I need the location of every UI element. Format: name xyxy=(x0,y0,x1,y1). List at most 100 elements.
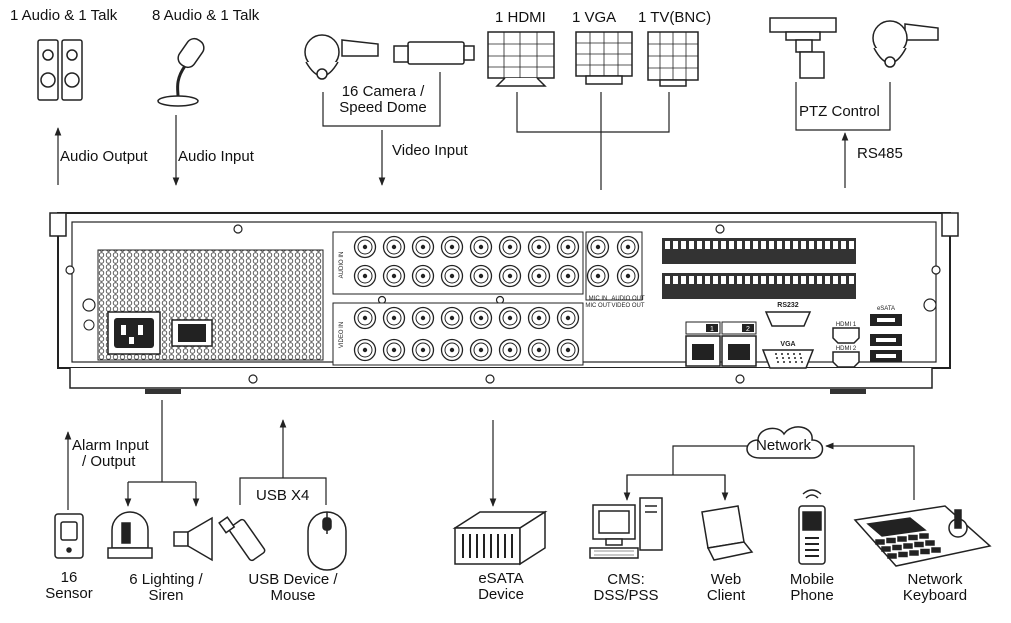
bnc-connector xyxy=(586,264,610,288)
bnc-connector xyxy=(411,264,435,288)
bnc-connector xyxy=(469,338,493,362)
keyboard-key xyxy=(897,536,907,542)
terminal-pin xyxy=(769,276,774,284)
camera-label: 16 Camera /Speed Dome xyxy=(339,83,427,116)
mic-out-label: MIC OUT xyxy=(585,303,611,309)
terminal-pin xyxy=(777,276,782,284)
tv-monitor-icon xyxy=(647,31,699,87)
vga-port xyxy=(761,349,815,369)
bnc-connector xyxy=(469,306,493,330)
terminal-pin xyxy=(713,241,718,249)
terminal-pin xyxy=(721,241,726,249)
terminal-pin xyxy=(681,241,686,249)
lan2-label: 2 xyxy=(746,326,750,333)
bnc-connector xyxy=(353,338,377,362)
terminal-pin xyxy=(817,241,822,249)
bnc-connector xyxy=(469,264,493,288)
terminal-pin xyxy=(841,241,846,249)
camera-bracket xyxy=(322,72,441,127)
hdmi-label: 1 HDMI xyxy=(495,9,546,26)
keyboard-key xyxy=(892,544,902,551)
usb-bracket xyxy=(239,477,327,505)
bnc-connector xyxy=(498,306,522,330)
dvr-rear-panel: AUDIO IN VIDEO IN MIC IN MIC OUT AUDIO O… xyxy=(49,212,959,394)
ptz-bracket xyxy=(795,82,891,131)
terminal-pin xyxy=(793,276,798,284)
terminal-pin xyxy=(849,241,854,249)
terminal-pin xyxy=(769,241,774,249)
terminal-pin xyxy=(681,276,686,284)
terminal-pin xyxy=(761,276,766,284)
network-lines xyxy=(626,445,749,498)
bnc-connector xyxy=(527,338,551,362)
keyboard-key xyxy=(887,553,897,559)
vga-label: VGA xyxy=(780,341,795,348)
terminal-pin xyxy=(817,276,822,284)
bnc-connector xyxy=(440,264,464,288)
terminal-pin xyxy=(825,241,830,249)
microphone-icon xyxy=(157,37,205,107)
audio-out-label: AUDIO OUT xyxy=(611,296,645,302)
lan-port-1 xyxy=(685,335,721,367)
speaker-icon xyxy=(37,39,83,101)
ptz-camera-icon xyxy=(769,17,837,79)
video-out-label: VIDEO OUT xyxy=(611,303,644,309)
terminal-pin xyxy=(745,276,750,284)
terminal-pin xyxy=(825,276,830,284)
video-input-label: Video Input xyxy=(392,142,468,159)
keyboard-key xyxy=(908,534,918,541)
audio-in-label: AUDIO IN xyxy=(339,252,345,279)
terminal-pin xyxy=(753,241,758,249)
terminal-pin xyxy=(801,276,806,284)
terminal-pin xyxy=(721,276,726,284)
terminal-pin xyxy=(737,241,742,249)
network-keyboard-icon xyxy=(853,505,992,567)
terminal-pin xyxy=(689,276,694,284)
bnc-connector xyxy=(498,264,522,288)
cms-computer-icon xyxy=(589,497,663,559)
audio-input-device-label: 8 Audio & 1 Talk xyxy=(152,7,260,24)
bnc-connector xyxy=(353,306,377,330)
terminal-pin xyxy=(785,241,790,249)
bnc-connector xyxy=(353,235,377,259)
vga-monitor-icon xyxy=(575,31,633,85)
power-switch xyxy=(178,324,206,342)
bnc-connector xyxy=(440,306,464,330)
bnc-connector xyxy=(382,235,406,259)
keyboard-key xyxy=(898,551,908,558)
terminal-pin xyxy=(849,276,854,284)
bnc-connector xyxy=(556,264,580,288)
rs232-port xyxy=(764,311,812,327)
alarm-terminal-block xyxy=(662,238,856,299)
terminal-pin xyxy=(841,276,846,284)
rs485-label: RS485 xyxy=(857,145,903,162)
bnc-connector xyxy=(411,338,435,362)
rs232-label: RS232 xyxy=(777,302,799,309)
terminal-pin xyxy=(809,241,814,249)
strobe-light-icon xyxy=(107,511,153,559)
keyboard-key xyxy=(903,543,913,549)
bnc-connector xyxy=(469,235,493,259)
esata-device-icon xyxy=(452,510,548,566)
alarm-output-lines xyxy=(128,400,196,483)
terminal-pin xyxy=(689,241,694,249)
keyboard-key xyxy=(914,541,924,548)
bnc-connector xyxy=(498,235,522,259)
terminal-pin xyxy=(777,241,782,249)
mobile-phone-icon xyxy=(798,489,826,565)
speed-dome-camera-icon xyxy=(304,34,379,80)
terminal-pin xyxy=(665,241,670,249)
hdmi-monitor-icon xyxy=(487,31,555,87)
terminal-pin xyxy=(737,276,742,284)
tv-bnc-label: 1 TV(BNC) xyxy=(638,9,712,26)
sensor-icon xyxy=(54,513,84,559)
bnc-connector xyxy=(556,338,580,362)
hdmi2-label: HDMI 2 xyxy=(836,346,857,352)
terminal-pin xyxy=(801,241,806,249)
terminal-pin xyxy=(697,276,702,284)
keyboard-key xyxy=(875,539,885,545)
video-in-label: VIDEO IN xyxy=(339,322,345,348)
lan1-label: 1 xyxy=(710,326,714,333)
